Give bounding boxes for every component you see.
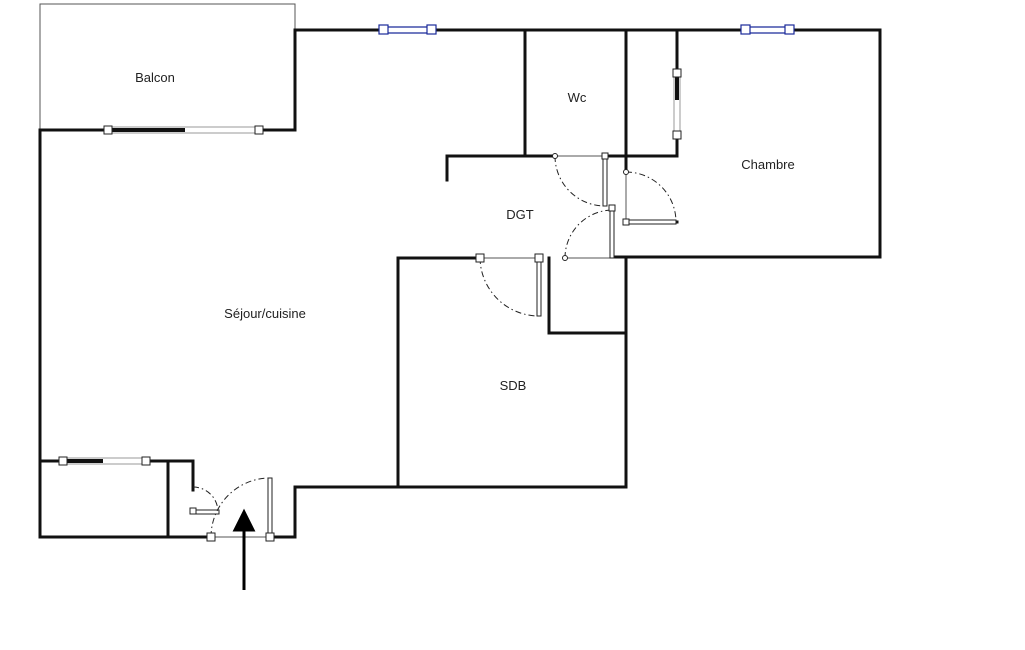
doors	[189, 152, 677, 542]
room-label-dgt: DGT	[506, 207, 534, 222]
room-label-sdb: SDB	[500, 378, 527, 393]
room-label-wc: Wc	[568, 90, 587, 105]
room-label-sejour: Séjour/cuisine	[224, 306, 306, 321]
interior-walls	[38, 28, 679, 539]
exterior-walls	[38, 28, 882, 539]
windows	[58, 24, 795, 466]
room-label-chambre: Chambre	[741, 157, 794, 172]
room-label-balcon: Balcon	[135, 70, 175, 85]
entrance-arrow-icon	[232, 508, 256, 590]
balcony-outline	[39, 3, 296, 130]
